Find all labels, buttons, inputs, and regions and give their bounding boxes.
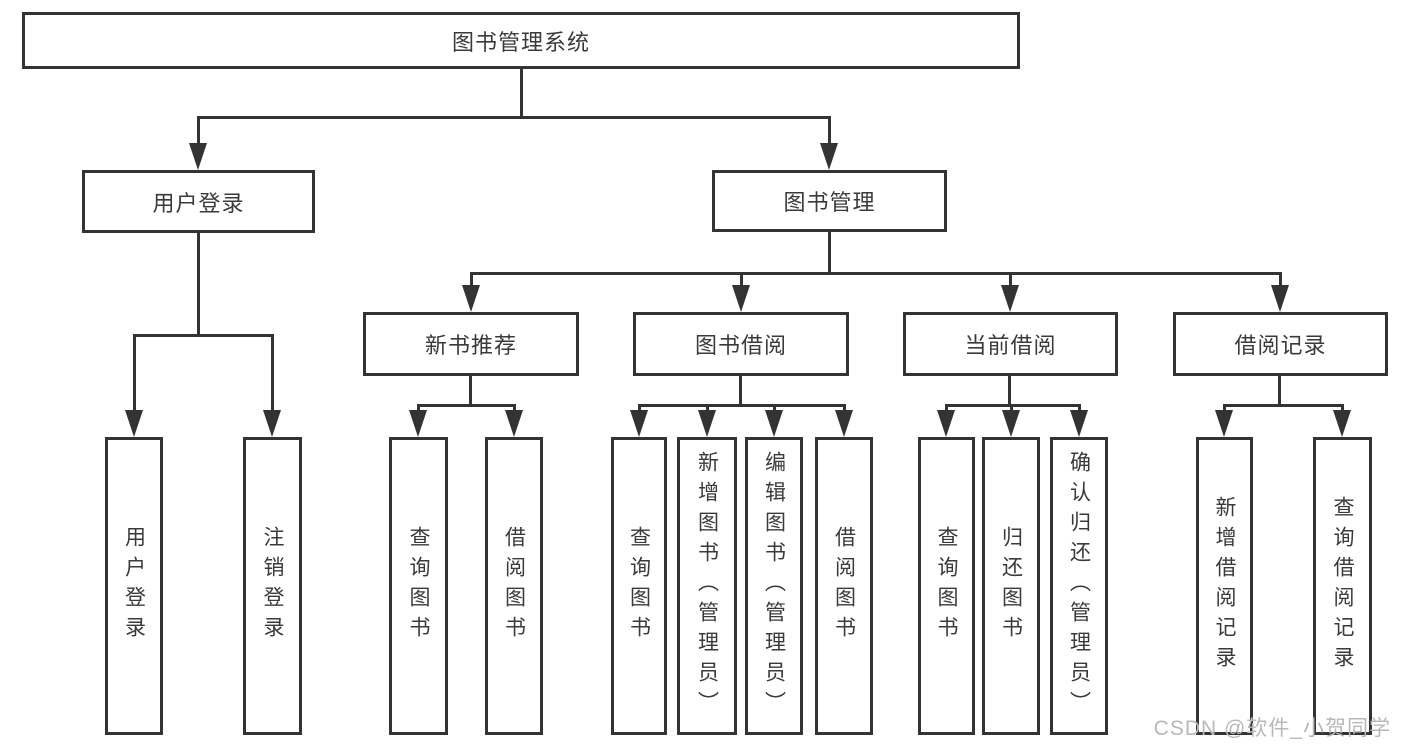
node-branch-label: 图书管理: [783, 190, 876, 215]
connector-bookmgmt-drop-4: [1279, 272, 1282, 287]
node-leaf-label: 归还图书: [999, 526, 1023, 646]
connector-group2-drop-4: [843, 404, 846, 412]
arrow-down-icon: [732, 285, 750, 312]
node-group-label: 当前借阅: [964, 333, 1057, 358]
arrow-down-icon: [1001, 285, 1019, 312]
arrow-down-icon: [1271, 285, 1289, 312]
node-leaf-label: 新增图书（管理员）: [695, 451, 719, 721]
node-leaf-label: 借阅图书: [502, 526, 526, 646]
node-group-label: 新书推荐: [424, 333, 517, 358]
arrow-down-icon: [820, 143, 838, 170]
node-root-label: 图书管理系统: [451, 29, 590, 55]
node-group-borrow-records: 借阅记录: [1173, 312, 1388, 376]
node-leaf-edit-books-admin: 编辑图书（管理员）: [745, 437, 803, 735]
arrow-down-icon: [1215, 410, 1233, 437]
node-leaf-label: 查询借阅记录: [1331, 496, 1354, 676]
connector-bookmgmt-drop-2: [740, 272, 743, 287]
node-root: 图书管理系统: [22, 12, 1020, 69]
connector-group1-drop-2: [513, 404, 516, 412]
node-leaf-label: 查询图书: [407, 526, 430, 646]
connector-bookmgmt-rail: [470, 272, 1282, 275]
connector-group2-stem: [739, 374, 742, 407]
node-leaf-query-books-current: 查询图书: [918, 437, 975, 735]
connector-group2-drop-2: [706, 404, 709, 412]
connector-root-drop-right: [828, 116, 831, 146]
node-leaf-label: 确认归还（管理员）: [1067, 451, 1091, 721]
node-group-book-borrow: 图书借阅: [633, 312, 849, 376]
node-leaf-label: 注销登录: [261, 526, 284, 646]
connector-root-drop-left: [197, 116, 200, 146]
node-group-label: 借阅记录: [1234, 333, 1327, 358]
arrow-down-icon: [409, 410, 427, 437]
connector-bookmgmt-drop-1: [470, 272, 473, 287]
node-group-new-book-recommend: 新书推荐: [363, 312, 579, 376]
connector-group4-stem: [1278, 374, 1281, 407]
connector-group2-drop-3: [773, 404, 776, 412]
node-group-current-borrow: 当前借阅: [903, 312, 1118, 376]
connector-userlogin-drop-2: [271, 334, 274, 412]
connector-group4-drop-1: [1223, 404, 1226, 412]
arrow-down-icon: [505, 410, 523, 437]
arrow-down-icon: [630, 410, 648, 437]
node-leaf-borrow-books: 借阅图书: [815, 437, 873, 735]
arrow-down-icon: [835, 410, 853, 437]
connector-group2-rail: [638, 404, 846, 407]
node-leaf-label: 查询图书: [627, 526, 651, 646]
node-leaf-return-books: 归还图书: [982, 437, 1040, 735]
node-leaf-user-login: 用户登录: [105, 437, 163, 735]
connector-group3-drop-3: [1078, 404, 1081, 412]
connector-group4-drop-2: [1341, 404, 1344, 412]
connector-root-rail: [197, 116, 831, 119]
node-branch-book-management: 图书管理: [712, 170, 947, 232]
connector-userlogin-drop-1: [133, 334, 136, 412]
connector-group3-drop-2: [1010, 404, 1013, 412]
arrow-down-icon: [698, 410, 716, 437]
node-leaf-query-books-borrow: 查询图书: [611, 437, 667, 735]
arrow-down-icon: [1070, 410, 1088, 437]
node-leaf-logout: 注销登录: [243, 437, 302, 735]
arrow-down-icon: [263, 410, 281, 437]
arrow-down-icon: [125, 410, 143, 437]
connector-root-stem: [520, 66, 523, 118]
arrow-down-icon: [937, 410, 955, 437]
arrow-down-icon: [189, 143, 207, 170]
arrow-down-icon: [765, 410, 783, 437]
connector-group4-rail: [1223, 404, 1344, 407]
arrow-down-icon: [462, 285, 480, 312]
connector-bookmgmt-drop-3: [1009, 272, 1012, 287]
node-leaf-query-borrow-record: 查询借阅记录: [1313, 437, 1372, 735]
node-branch-user-login: 用户登录: [82, 170, 315, 233]
connector-group1-rail: [417, 404, 516, 407]
csdn-watermark: CSDN @软件_小贺同学: [1153, 717, 1391, 740]
node-leaf-label: 新增借阅记录: [1213, 496, 1236, 676]
node-leaf-label: 编辑图书（管理员）: [762, 451, 786, 721]
node-branch-label: 用户登录: [152, 190, 245, 216]
connector-group3-rail: [945, 404, 1081, 407]
arrow-down-icon: [1002, 410, 1020, 437]
connector-group2-drop-1: [638, 404, 641, 412]
node-leaf-add-borrow-record: 新增借阅记录: [1196, 437, 1253, 735]
node-leaf-query-books-recommend: 查询图书: [389, 437, 448, 735]
connector-userlogin-rail: [133, 334, 274, 337]
node-leaf-confirm-return-admin: 确认归还（管理员）: [1050, 437, 1108, 735]
connector-group3-stem: [1008, 374, 1011, 407]
connector-group1-drop-1: [417, 404, 420, 412]
node-group-label: 图书借阅: [694, 333, 787, 358]
connector-bookmgmt-stem: [828, 230, 831, 275]
node-leaf-label: 借阅图书: [832, 526, 856, 646]
connector-group1-stem: [469, 374, 472, 407]
connector-group3-drop-1: [945, 404, 948, 412]
node-leaf-add-books-admin: 新增图书（管理员）: [677, 437, 737, 735]
arrow-down-icon: [1333, 410, 1351, 437]
connector-userlogin-stem: [197, 231, 200, 337]
node-leaf-label: 用户登录: [122, 526, 146, 646]
node-leaf-label: 查询图书: [935, 526, 958, 646]
node-leaf-borrow-books-recommend: 借阅图书: [485, 437, 543, 735]
